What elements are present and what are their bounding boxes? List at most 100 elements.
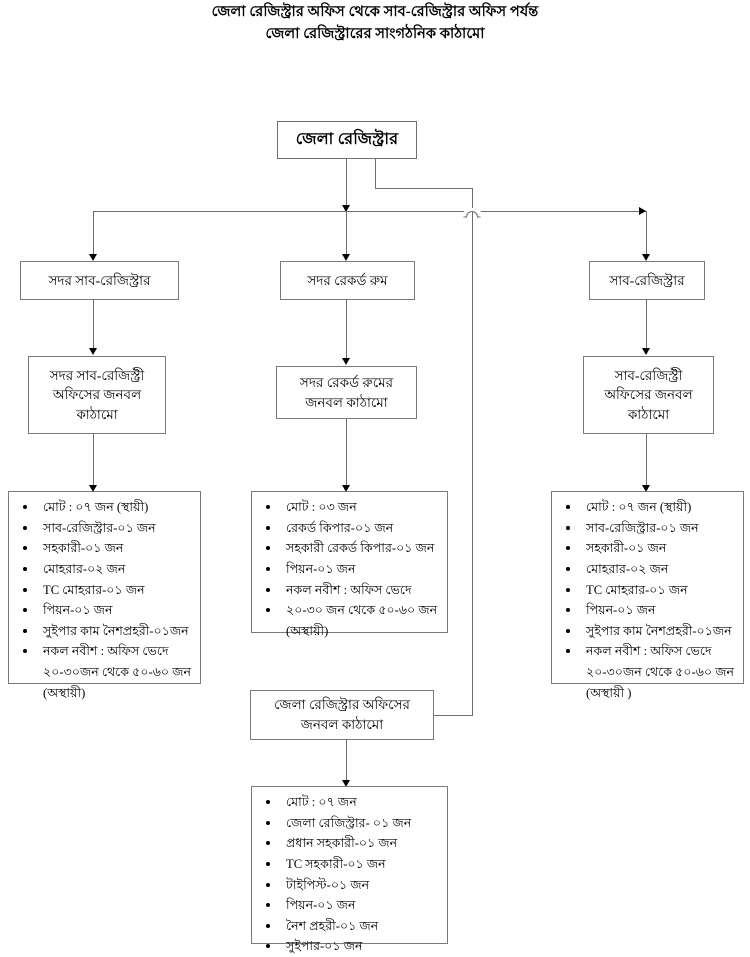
list-sadar-sub-registry-staff: মোট : ০৭ জন (স্থায়ী) সাব-রেজিস্ট্রার-০১ …	[8, 491, 201, 700]
arrowhead-sub-registrar	[641, 254, 650, 261]
list-item-label: মোট : ০৭ জন (স্থায়ী)	[43, 500, 149, 514]
bullet-icon	[266, 608, 270, 613]
list-item: পিয়ন-০১ জন	[256, 896, 443, 915]
bullet-icon	[23, 649, 27, 654]
list-item-label: সাব-রেজিস্ট্রার-০১ জন	[43, 520, 156, 535]
node-sadar-sub-registrar[interactable]: সদর সাব-রেজিস্ট্রার	[20, 261, 179, 300]
bullet-icon	[23, 587, 27, 592]
node-sadar-record-room-staff-structure-text: সদর রেকর্ড রুমের জনবল কাঠামো	[294, 373, 399, 412]
list-item: সুইপার কাম নৈশপ্রহরী-০১জন	[556, 622, 739, 641]
connector-l1-l2-left	[93, 300, 94, 352]
arrowhead-bus-right-turn	[639, 206, 646, 215]
connector-root-right-stub-v	[375, 159, 376, 188]
bullet-icon	[266, 525, 270, 530]
list-item-label: পিয়ন-০১ জন	[43, 603, 113, 618]
node-sub-registry-staff-structure[interactable]: সাব-রেজিস্ট্রী অফিসের জনবল কাঠামো	[583, 356, 714, 434]
node-sadar-sub-registry-staff-structure[interactable]: সদর সাব-রেজিস্ট্রী অফিসের জনবল কাঠামো	[28, 356, 166, 434]
line-2: জনবল কাঠামো	[300, 717, 384, 732]
list-item: সাব-রেজিস্ট্রার-০১ জন	[556, 519, 739, 538]
chart-title-line-1: জেলা রেজিস্ট্রার অফিস থেকে সাব-রেজিস্ট্র…	[211, 4, 539, 20]
list-item: সুইপার কাম নৈশপ্রহরী-০১জন	[13, 622, 196, 641]
arrowhead-l2-left	[88, 348, 97, 355]
list-item-label: ২০-৩০ জন থেকে ৫০-৬০ জন	[286, 603, 438, 618]
bullet-icon	[23, 628, 27, 633]
line-1: সদর সাব-রেজিস্ট্রী	[49, 367, 145, 383]
list-item-label: জেলা রেজিস্ট্রার- ০১ জন	[286, 815, 412, 830]
arrowhead-l2-middle	[341, 358, 350, 365]
arrowhead-l2-right	[641, 348, 650, 355]
list-sadar-sub-registry-items: মোট : ০৭ জন (স্থায়ী) সাব-রেজিস্ট্রার-০১ …	[13, 498, 196, 703]
list-item-label: পিয়ন-০১ জন	[586, 603, 656, 618]
list-item: TC মোহরার-০১ জন	[13, 581, 196, 600]
list-item-label: টাইপিস্ট-০১ জন	[286, 877, 370, 892]
list-item: সাব-রেজিস্ট্রার-০১ জন	[13, 519, 196, 538]
list-item-label: TC মোহরার-০১ জন	[586, 582, 688, 597]
line-1: সাব-রেজিস্ট্রী	[614, 367, 683, 383]
arrowhead-bottom-list	[341, 780, 350, 787]
list-item: (অস্থায়ী)	[256, 622, 443, 641]
list-item-label: ২০-৩০জন থেকে ৫০-৬০ জন	[586, 665, 735, 680]
connector-dr-office-into-box	[434, 715, 473, 716]
list-item: ২০-৩০জন থেকে ৫০-৬০ জন	[13, 663, 196, 682]
list-item-label: নৈশ প্রহরী-০১ জন	[286, 918, 379, 933]
node-sadar-record-room-staff-structure[interactable]: সদর রেকর্ড রুমের জনবল কাঠামো	[276, 366, 417, 419]
bullet-icon	[23, 566, 27, 571]
connector-l2-list-left	[93, 434, 94, 489]
list-item: টাইপিস্ট-০১ জন	[256, 876, 443, 895]
connector-bus-to-sadar-sub-registrar	[93, 211, 94, 258]
list-item: মোহরার-০২ জন	[13, 560, 196, 579]
node-district-registrar-office-staff-structure-text: জেলা রেজিস্ট্রার অফিসের জনবল কাঠামো	[268, 695, 416, 734]
list-item-label: (অস্থায়ী )	[586, 685, 632, 700]
node-sadar-sub-registry-staff-structure-text: সদর সাব-রেজিস্ট্রী অফিসের জনবল কাঠামো	[44, 366, 151, 425]
connector-bus-to-sadar-record-room	[346, 211, 347, 258]
connector-dr-office-long-vertical-top	[472, 188, 473, 208]
list-item: নকল নবীশ : অফিস ভেদে	[556, 642, 739, 661]
connector-level1-bus-right	[481, 211, 646, 212]
list-item: সহকারী-০১ জন	[556, 539, 739, 558]
bullet-icon	[266, 820, 270, 825]
list-item-label: (অস্থায়ী)	[43, 685, 86, 700]
bullet-icon	[566, 525, 570, 530]
node-sadar-record-room[interactable]: সদর রেকর্ড রুম	[280, 261, 415, 300]
arrowhead-sadar-sub-registrar	[88, 254, 97, 261]
chart-title: জেলা রেজিস্ট্রার অফিস থেকে সাব-রেজিস্ট্র…	[0, 2, 750, 46]
list-item: মোট : ০৭ জন	[256, 793, 443, 812]
connector-dr-office-to-list	[346, 740, 347, 785]
arrowhead-list-right	[641, 485, 650, 492]
list-item-label: সহকারী-০১ জন	[43, 541, 124, 556]
bullet-icon	[23, 608, 27, 613]
connector-l2-list-right	[646, 434, 647, 489]
connector-l1-l2-middle	[346, 300, 347, 362]
node-sub-registrar-label: সাব-রেজিস্ট্রার	[609, 272, 685, 288]
line-2: জনবল কাঠামো	[305, 394, 388, 410]
node-district-registrar-office-staff-structure[interactable]: জেলা রেজিস্ট্রার অফিসের জনবল কাঠামো	[250, 690, 434, 740]
node-sadar-record-room-label: সদর রেকর্ড রুম	[307, 272, 388, 288]
bullet-icon	[266, 800, 270, 804]
line-3: কাঠামো	[76, 406, 118, 422]
list-item-label: সুইপার কাম নৈশপ্রহরী-০১জন	[586, 623, 732, 638]
bullet-icon	[566, 505, 570, 509]
list-item-label: সহকারী রেকর্ড কিপার-০১ জন	[286, 541, 435, 556]
bullet-icon	[566, 608, 570, 613]
bullet-icon	[266, 903, 270, 908]
connector-level1-bus	[93, 211, 464, 212]
line-2: অফিসের জনবল	[52, 387, 142, 403]
connector-dr-office-long-vertical	[472, 211, 473, 716]
list-item: সহকারী রেকর্ড কিপার-০১ জন	[256, 539, 443, 558]
node-sub-registrar[interactable]: সাব-রেজিস্ট্রার	[589, 261, 705, 300]
list-item-label: ২০-৩০জন থেকে ৫০-৬০ জন	[43, 665, 192, 680]
list-item: মোট : ০৭ জন (স্থায়ী)	[13, 498, 196, 517]
bullet-icon	[23, 546, 27, 551]
list-item-label: TC মোহরার-০১ জন	[43, 582, 145, 597]
list-item: TC সহকারী-০১ জন	[256, 855, 443, 874]
list-item: নকল নবীশ : অফিস ভেদে	[256, 581, 443, 600]
bullet-icon	[266, 841, 270, 846]
list-item: মোহরার-০২ জন	[556, 560, 739, 579]
list-item-label: মোট : ০৭ জন (স্থায়ী)	[586, 500, 692, 514]
list-item-label: মোহরার-০২ জন	[586, 561, 669, 576]
node-district-registrar[interactable]: জেলা রেজিস্ট্রার	[277, 121, 417, 159]
list-item: রেকর্ড কিপার-০১ জন	[256, 519, 443, 538]
